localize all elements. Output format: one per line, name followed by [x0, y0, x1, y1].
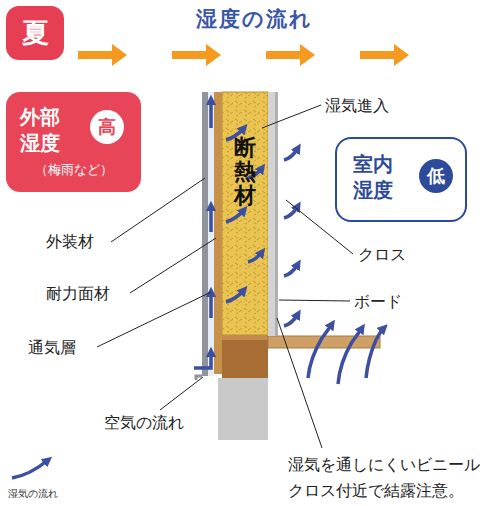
- part-label: 空気の流れ: [104, 413, 184, 433]
- node-text: （梅雨など）: [6, 162, 141, 178]
- insulation-label: 断熱材: [234, 136, 256, 209]
- legend-text: 湿気の流れ: [8, 488, 58, 501]
- node-text: 室内湿度: [353, 151, 393, 203]
- board: [268, 92, 275, 336]
- season-badge: 夏: [6, 6, 64, 60]
- level-circle: 低: [419, 159, 453, 193]
- caution-note: 湿気を通しにくいビニールクロス付近で結露注意。: [288, 452, 488, 503]
- structural-panel: [214, 92, 222, 374]
- part-label: 耐力面材: [46, 284, 110, 304]
- part-label: 外装材: [46, 232, 94, 252]
- outdoor-humidity-box: 外部湿度 （梅雨など） 高: [6, 92, 141, 192]
- sill: [222, 335, 268, 378]
- cloth: [275, 92, 278, 336]
- part-label: 湿気進入: [325, 96, 389, 116]
- level-circle: 高: [90, 110, 124, 144]
- diagram-title: 湿度の流れ: [196, 6, 313, 32]
- flow-arrows: [78, 44, 409, 66]
- air-layer: [208, 92, 214, 376]
- part-label: クロス: [358, 245, 406, 265]
- indoor-humidity-box: 室内湿度低: [335, 137, 467, 222]
- node-text: 低: [419, 159, 453, 193]
- part-label: 通気層: [28, 338, 76, 358]
- node-text: 夏: [6, 6, 64, 60]
- part-label: ボード: [354, 292, 402, 312]
- node-text: 高: [90, 110, 124, 144]
- node-text: 外部湿度: [20, 104, 60, 156]
- insulation: [222, 92, 268, 335]
- foundation: [218, 378, 268, 440]
- exterior-cladding: [202, 92, 208, 376]
